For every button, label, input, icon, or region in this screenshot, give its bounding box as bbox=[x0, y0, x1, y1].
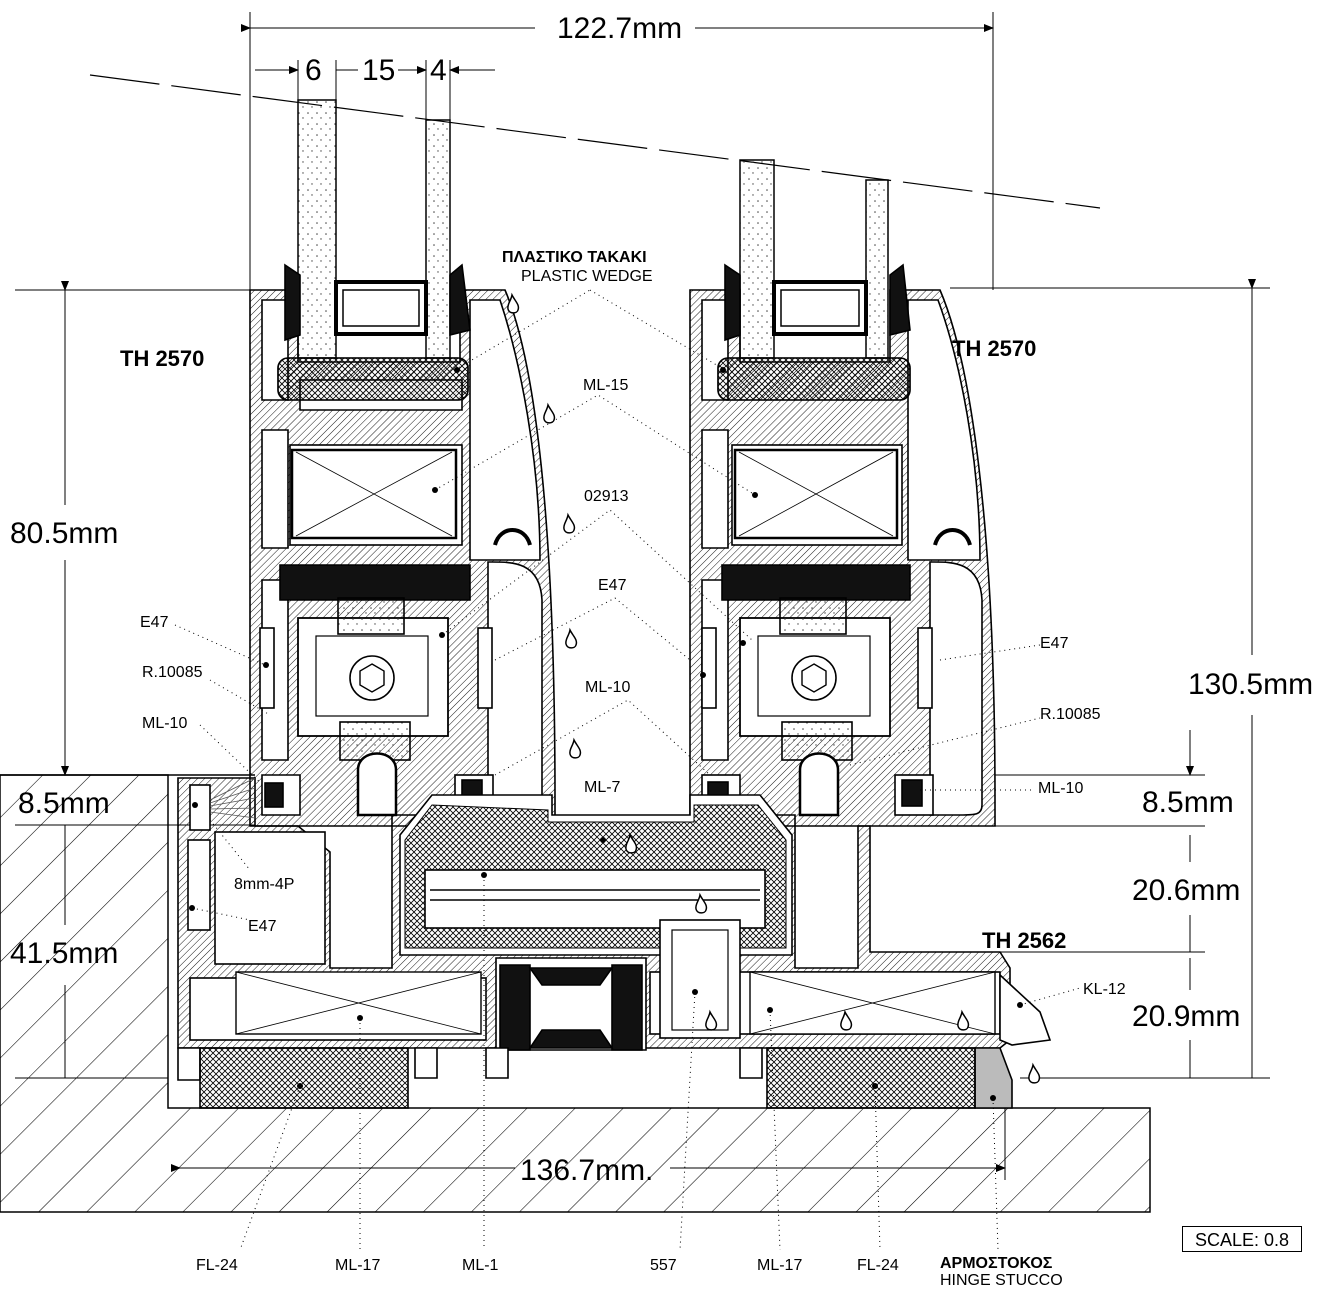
dim-height-right-d: 20.9mm bbox=[1132, 1000, 1240, 1033]
label-hinge-en: HINGE STUCCO bbox=[940, 1272, 1063, 1289]
label-ml10-left: ML-10 bbox=[142, 715, 187, 732]
frame-profile bbox=[177, 777, 1052, 1109]
label-ml1: ML-1 bbox=[462, 1257, 499, 1274]
leader-dots bbox=[189, 367, 1023, 1101]
left-sash-profile bbox=[249, 263, 556, 827]
label-fl24-b: FL-24 bbox=[857, 1257, 899, 1274]
profile-bottom: TH 2562 bbox=[982, 928, 1066, 953]
label-02913: 02913 bbox=[584, 488, 629, 505]
label-ml17-b: ML-17 bbox=[757, 1257, 802, 1274]
label-557: 557 bbox=[650, 1257, 677, 1274]
dim-height-left-b: 8.5mm bbox=[18, 787, 110, 820]
dim-height-left: 80.5mm bbox=[10, 517, 118, 550]
dim-glass-a: 6 bbox=[305, 54, 322, 87]
dim-height-left-c: 41.5mm bbox=[10, 937, 118, 970]
brush-pads bbox=[199, 1047, 976, 1109]
scale-label: SCALE: 0.8 bbox=[1182, 1226, 1302, 1252]
label-ml15: ML-15 bbox=[583, 377, 628, 394]
label-plastic-wedge-gr: ΠΛΑΣΤΙΚΟ ΤΑΚΑΚΙ bbox=[502, 249, 647, 266]
label-fl24-a: FL-24 bbox=[196, 1257, 238, 1274]
label-e47-left: E47 bbox=[140, 614, 169, 631]
section-line bbox=[89, 74, 1101, 209]
dimension-lines bbox=[15, 12, 1270, 1180]
dim-total-width-bottom: 136.7mm. bbox=[520, 1154, 653, 1187]
dim-height-right-b: 8.5mm bbox=[1142, 786, 1234, 819]
leader-lines bbox=[174, 289, 1081, 1251]
dim-glass-gap: 15 bbox=[362, 54, 395, 87]
label-e47-lower: E47 bbox=[248, 918, 277, 935]
label-ml7: ML-7 bbox=[584, 779, 621, 796]
profile-right: TH 2570 bbox=[952, 336, 1036, 361]
dim-height-right: 130.5mm bbox=[1188, 668, 1313, 701]
label-ml10-right: ML-10 bbox=[1038, 780, 1083, 797]
label-ml10-center: ML-10 bbox=[585, 679, 630, 696]
dim-height-right-c: 20.6mm bbox=[1132, 874, 1240, 907]
dim-glass-b: 4 bbox=[430, 54, 447, 87]
label-ml17-a: ML-17 bbox=[335, 1257, 380, 1274]
brush-strip bbox=[209, 777, 256, 819]
label-plastic-wedge-en: PLASTIC WEDGE bbox=[521, 268, 653, 285]
label-hinge-gr: ΑΡΜΟΣΤΟΚΟΣ bbox=[940, 1255, 1053, 1272]
label-r10085-right: R.10085 bbox=[1040, 706, 1101, 723]
profile-left: TH 2570 bbox=[120, 346, 204, 371]
dim-total-width-top: 122.7mm bbox=[557, 12, 682, 45]
label-e47-right: E47 bbox=[1040, 635, 1069, 652]
label-kl12: KL-12 bbox=[1083, 981, 1126, 998]
wall bbox=[0, 774, 1205, 1213]
glass-units bbox=[297, 99, 889, 359]
label-r10085-left: R.10085 bbox=[142, 664, 203, 681]
label-e47-center: E47 bbox=[598, 577, 627, 594]
right-sash-profile bbox=[689, 263, 996, 827]
label-brush: 8mm-4P bbox=[234, 876, 294, 893]
